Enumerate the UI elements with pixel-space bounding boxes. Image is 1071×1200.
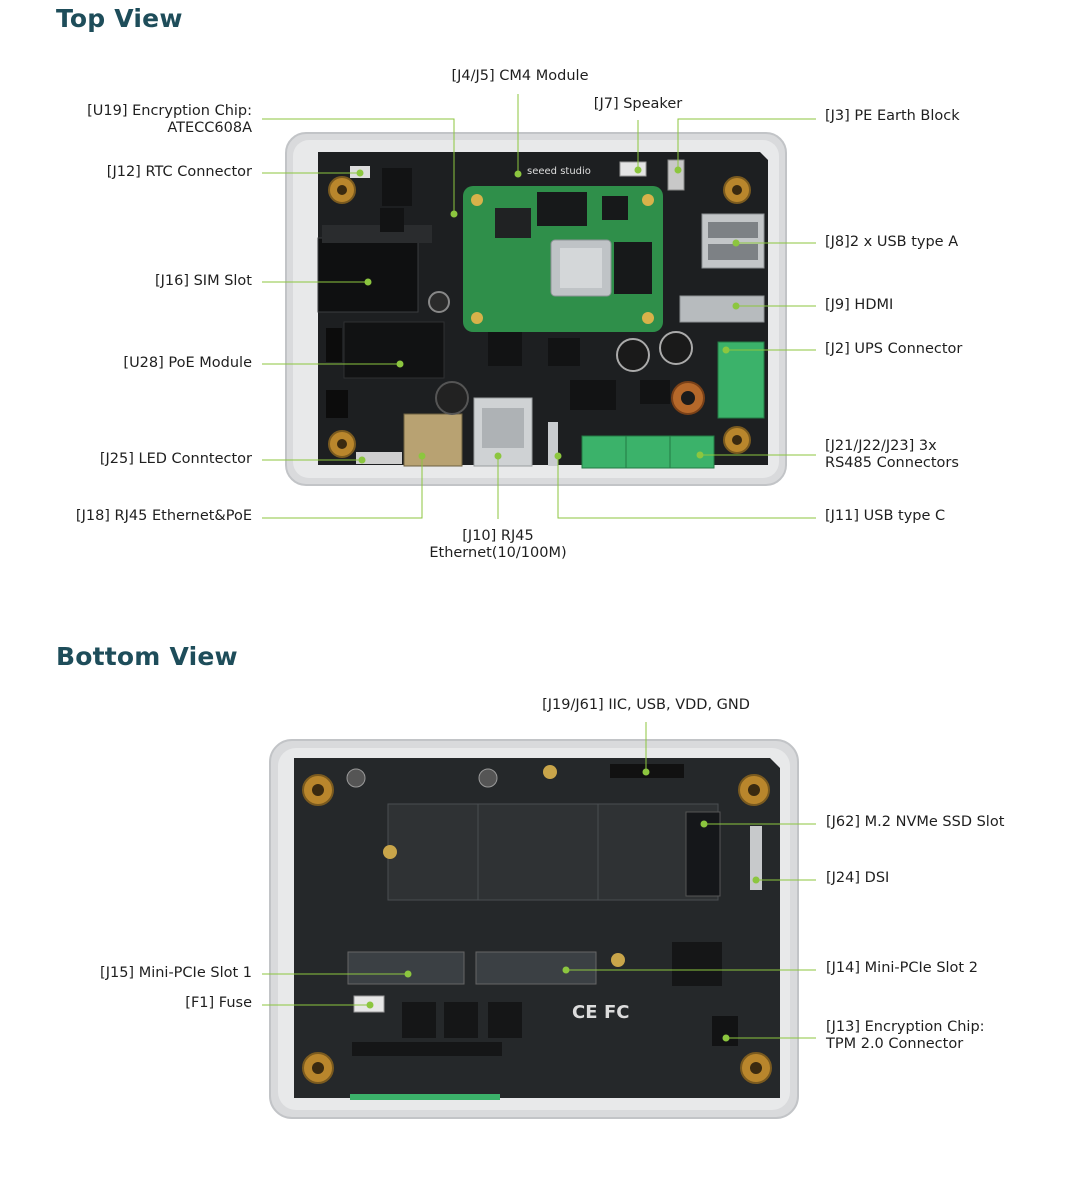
label-rs485-line1: [J21/J22/J23] 3x (825, 438, 937, 454)
label-fuse: [F1] Fuse (185, 995, 252, 1011)
label-encryption-chip-line1: [U19] Encryption Chip: (87, 103, 252, 119)
ups-connector (717, 341, 765, 419)
label-ups-connector: [J2] UPS Connector (825, 341, 963, 357)
label-pe-earth-block: [J3] PE Earth Block (825, 108, 960, 124)
label-iic-usb-vdd-gnd: [J19/J61] IIC, USB, VDD, GND (542, 697, 750, 713)
pe-earth-block (667, 159, 685, 191)
m2-slot (685, 811, 721, 897)
mini-pcie-slot-2 (475, 951, 597, 985)
top-marker-dots (356, 166, 740, 464)
label-rs485-connectors: [J21/J22/J23] 3x RS485 Connectors (825, 438, 959, 472)
label-rj45-line1: [J10] RJ45 (462, 528, 534, 544)
bottom-pcb (294, 758, 780, 1098)
label-rs485-line2: RS485 Connectors (825, 455, 959, 471)
fuse (353, 995, 385, 1013)
label-dsi: [J24] DSI (826, 870, 890, 886)
bottom-leader-lines (262, 722, 816, 1039)
label-rj45-ethernet: [J10] RJ45 Ethernet(10/100M) (408, 528, 588, 562)
sim-slot (317, 237, 419, 313)
label-encryption-chip-line2: ATECC608A (167, 120, 252, 136)
svg-text:CE: CE (572, 1002, 598, 1023)
label-cm4-module: [J4/J5] CM4 Module (451, 68, 589, 84)
dsi-connector (750, 826, 762, 890)
label-tpm-line1: [J13] Encryption Chip: (826, 1019, 985, 1035)
hdmi-port (679, 295, 765, 323)
rj45-poe-jack (403, 413, 463, 467)
top-leader-lines (262, 94, 816, 519)
bottom-view-title: Bottom View (56, 642, 238, 671)
label-rtc-connector: [J12] RTC Connector (106, 164, 252, 180)
top-view-title: Top View (56, 4, 183, 33)
label-rj45-line2: Ethernet(10/100M) (429, 545, 567, 561)
label-encryption-chip: [U19] Encryption Chip: ATECC608A (52, 103, 252, 137)
poe-module (343, 321, 445, 379)
label-mini-pcie-2: [J14] Mini-PCIe Slot 2 (826, 960, 978, 976)
label-led-connector: [J25] LED Conntector (99, 451, 252, 467)
label-hdmi: [J9] HDMI (825, 297, 894, 313)
tpm-connector (712, 1016, 738, 1046)
ssd-area (387, 803, 719, 901)
label-poe-module: [U28] PoE Module (123, 355, 252, 371)
label-usb-type-a: [J8]2 x USB type A (825, 234, 959, 250)
bottom-enclosure (269, 739, 799, 1119)
label-speaker: [J7] Speaker (593, 96, 683, 112)
bottom-mount-holes (302, 774, 772, 1084)
usb-type-c (548, 422, 558, 466)
svg-text:seeed studio: seeed studio (527, 166, 591, 177)
speaker-connector (619, 161, 647, 177)
label-rj45-poe: [J18] RJ45 Ethernet&PoE (75, 508, 252, 524)
label-usb-type-c: [J11] USB type C (825, 508, 946, 524)
mini-pcie-slot-1 (347, 951, 465, 985)
label-tpm: [J13] Encryption Chip: TPM 2.0 Connector (826, 1019, 985, 1053)
bottom-marker-dots (366, 768, 760, 1042)
svg-text:FC: FC (604, 1002, 630, 1023)
label-mini-pcie-1: [J15] Mini-PCIe Slot 1 (100, 965, 252, 981)
label-m2-nvme: [J62] M.2 NVMe SSD Slot (826, 814, 1005, 830)
rs485-connectors (581, 435, 715, 469)
label-tpm-line2: TPM 2.0 Connector (826, 1036, 964, 1052)
label-sim-slot: [J16] SIM Slot (154, 273, 252, 289)
led-connector (356, 452, 402, 464)
top-view-diagram: seeed studio (262, 94, 816, 519)
iic-usb-header (610, 764, 684, 778)
